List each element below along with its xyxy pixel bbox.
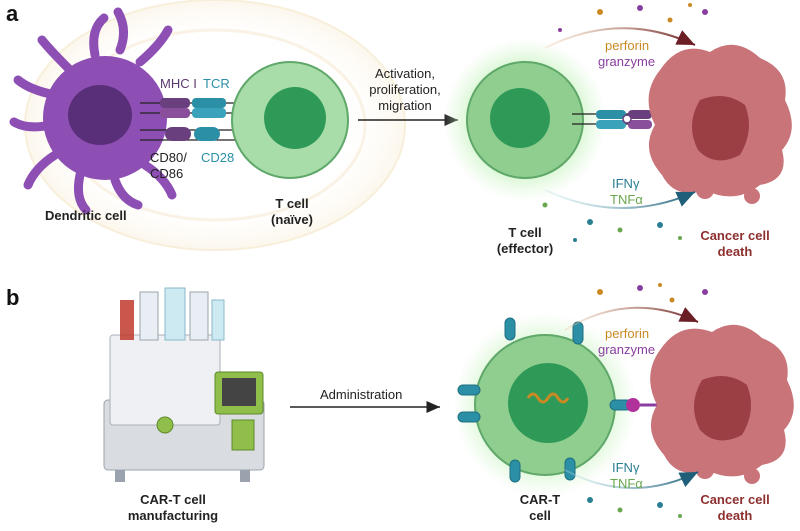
effector-t-cell-label-line1: T cell xyxy=(508,225,542,240)
cancer-cell-a xyxy=(648,44,792,204)
tnf-label-a: TNFα xyxy=(610,192,643,207)
manufacturing-label-line1: CAR-T cell xyxy=(140,492,206,507)
effector-t-cell-label-line2: (effector) xyxy=(496,241,554,256)
panel-b-letter: b xyxy=(6,285,20,310)
effector-t-cell xyxy=(443,38,652,202)
cancer-death-label-b-line1: Cancer cell xyxy=(700,492,770,507)
perforin-label-a: perforin xyxy=(605,38,650,53)
ifn-label-a: IFNγ xyxy=(612,176,640,191)
cd80-label-line2: CD86 xyxy=(150,166,184,181)
cytokine-arrow-a xyxy=(544,189,696,209)
granule-dots-a xyxy=(542,3,708,242)
car-t-cell xyxy=(453,313,660,497)
cd80-label-line1: CD80/ xyxy=(150,150,187,165)
manufacturing-label-line2: manufacturing xyxy=(127,508,219,523)
tnf-label-b: TNFα xyxy=(610,476,643,491)
granule-dots-b xyxy=(587,283,708,518)
granzyme-label-b: granzyme xyxy=(598,342,656,357)
car-t-cell-label-line2: cell xyxy=(529,508,551,523)
granzyme-label-a: granzyme xyxy=(598,54,656,69)
cancer-cell-b xyxy=(650,324,794,484)
panel-a-letter: a xyxy=(6,1,19,26)
mhc-label: MHC I xyxy=(160,76,197,91)
dendritic-cell xyxy=(9,7,177,215)
synapse-receptors xyxy=(140,98,240,141)
cd28-label: CD28 xyxy=(201,150,235,165)
tcr-label: TCR xyxy=(203,76,230,91)
dendritic-cell-label: Dendritic cell xyxy=(45,208,127,223)
ifn-label-b: IFNγ xyxy=(612,460,640,475)
car-t-manufacturing-machine xyxy=(103,287,265,482)
naive-t-cell-label-line1: T cell xyxy=(275,196,309,211)
perforin-label-b: perforin xyxy=(605,326,650,341)
naive-t-cell-label-line2: (naïve) xyxy=(271,212,313,227)
perforin-arrow-b xyxy=(564,306,699,331)
cancer-death-label-b-line2: death xyxy=(717,508,753,523)
activation-label-line1: Activation, xyxy=(375,66,435,81)
cancer-death-label-a-line2: death xyxy=(717,244,753,259)
administration-label: Administration xyxy=(320,387,403,402)
cancer-death-label-a-line1: Cancer cell xyxy=(700,228,770,243)
car-t-cell-label-line1: CAR-T xyxy=(519,492,561,507)
activation-label-line2: proliferation, xyxy=(369,82,441,97)
naive-t-cell xyxy=(231,61,349,179)
perforin-arrow-a xyxy=(544,27,696,49)
cytokine-arrow-b xyxy=(564,469,699,489)
activation-label-line3: migration xyxy=(378,98,432,113)
